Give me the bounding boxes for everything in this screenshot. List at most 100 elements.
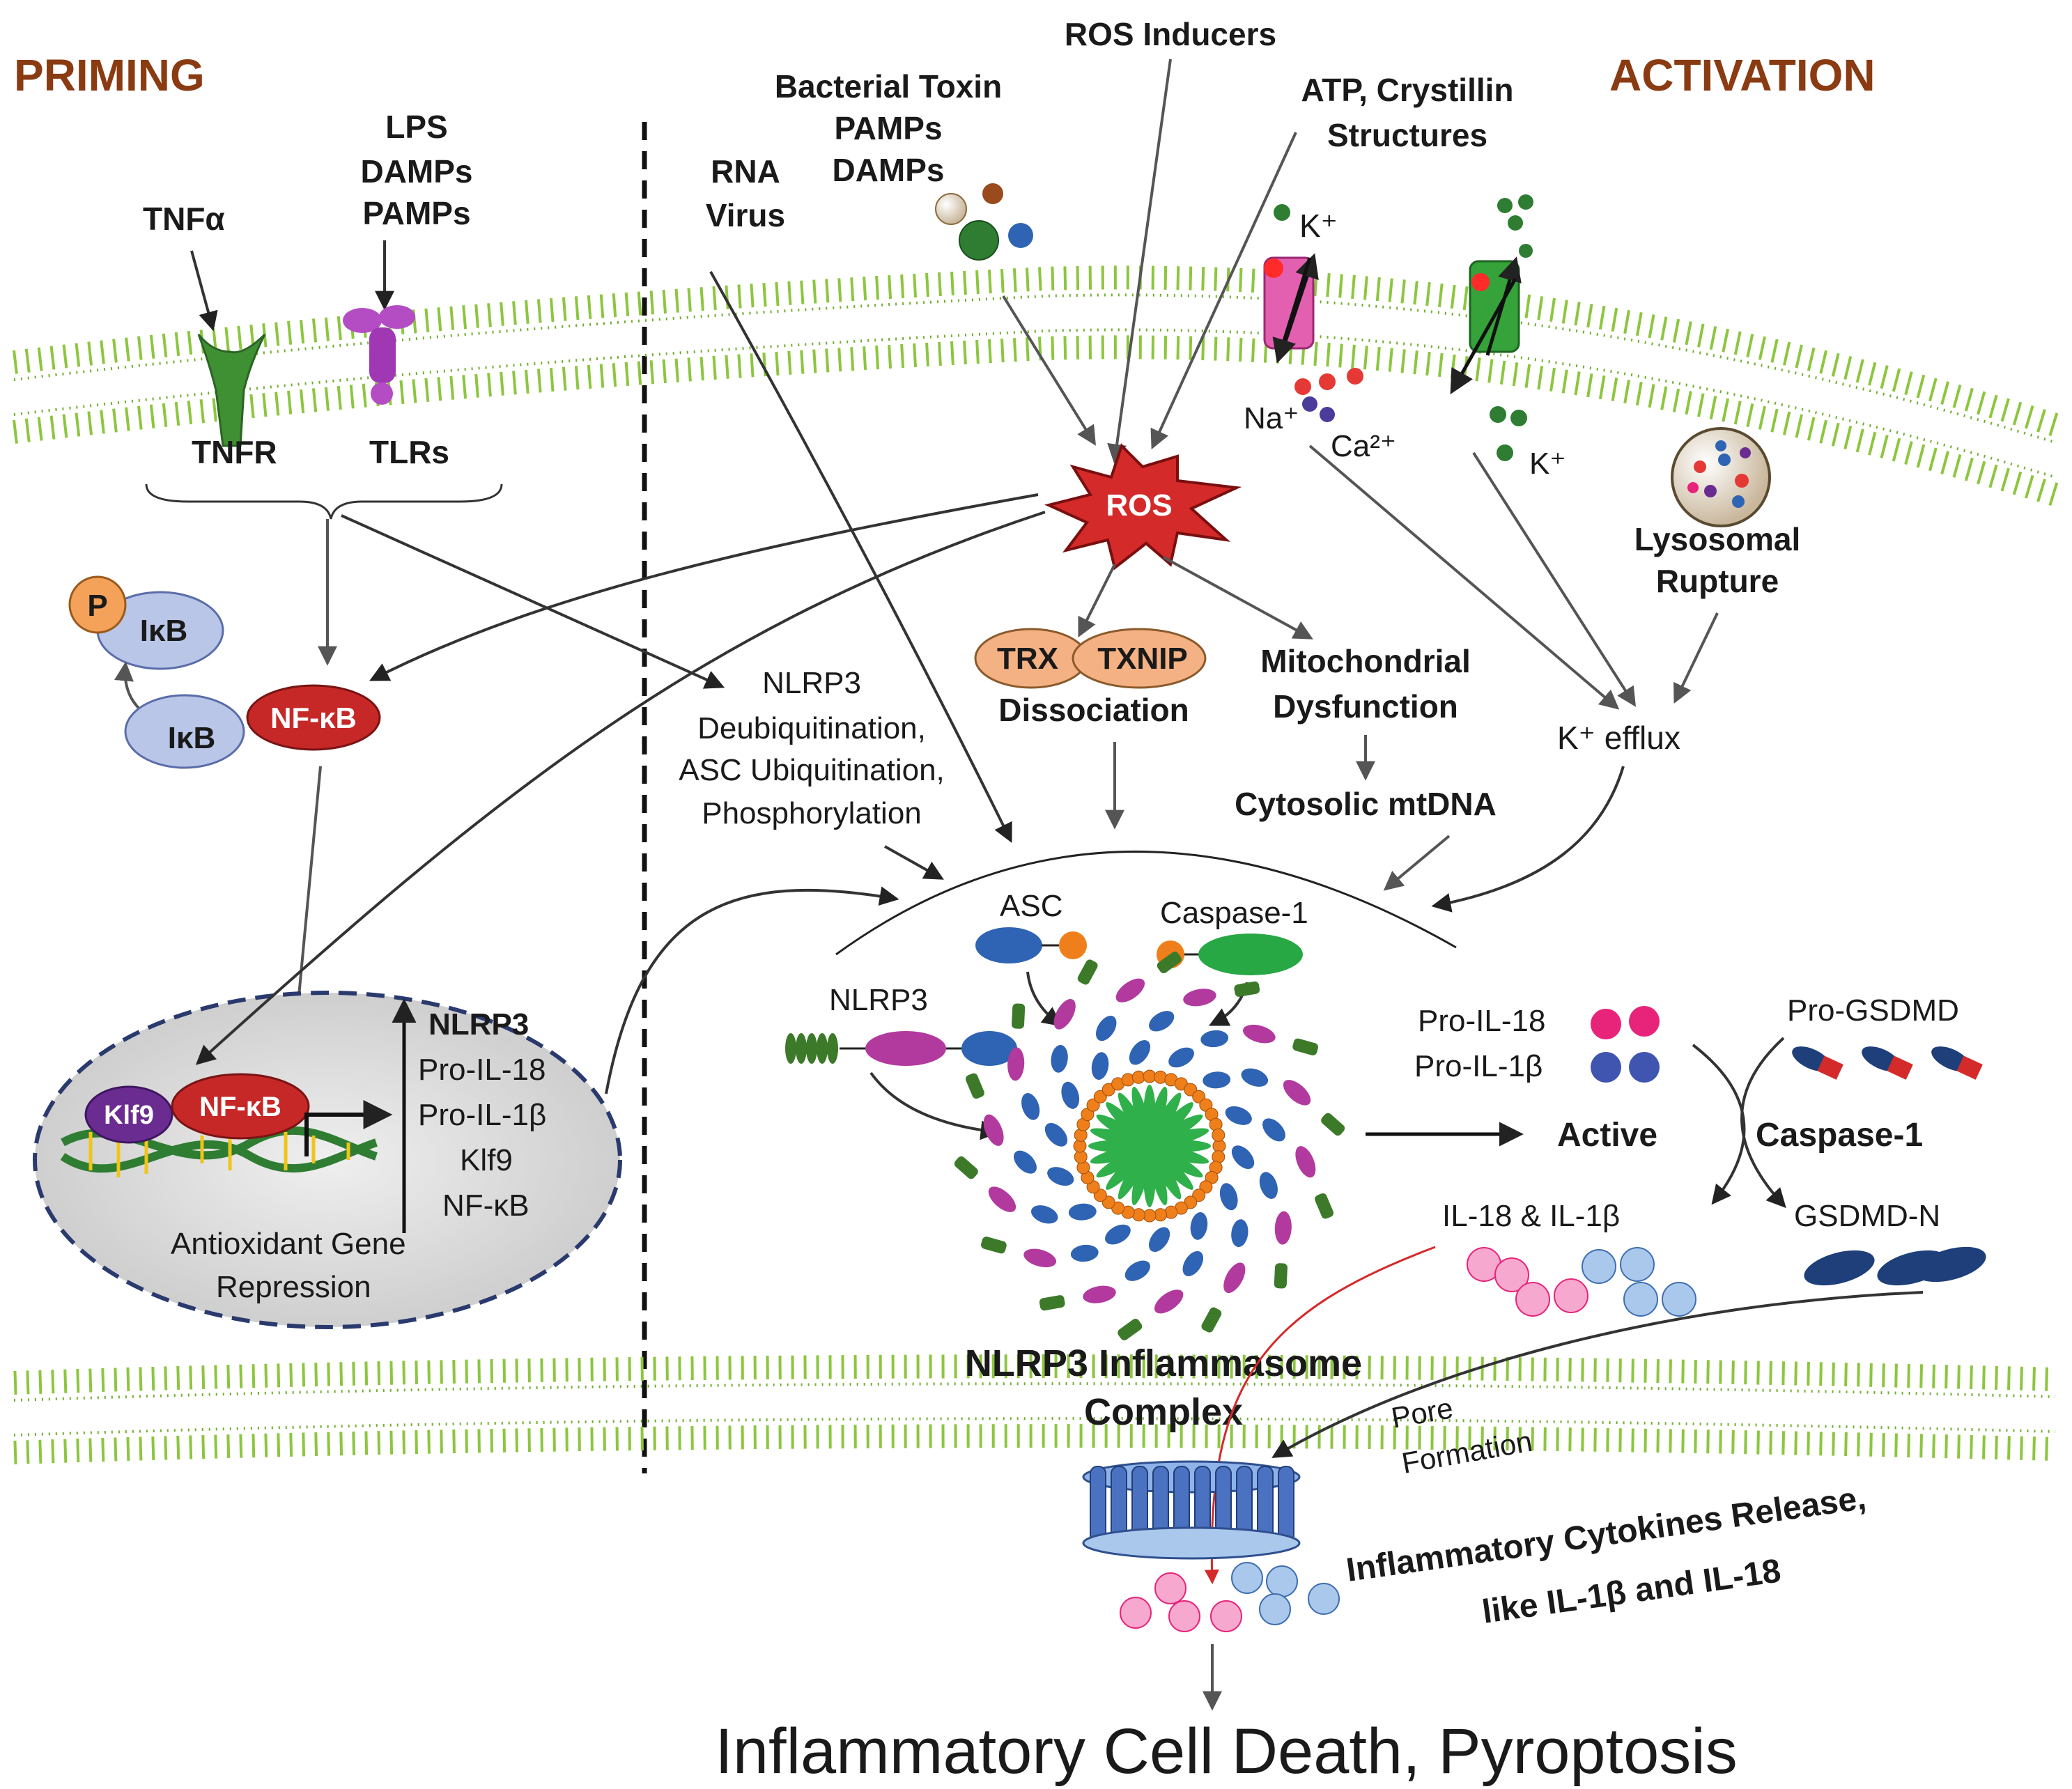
antioxidant-repression-line2: Repression bbox=[216, 1270, 371, 1304]
mtdna-to-complex-arrow bbox=[1383, 835, 1451, 891]
gsdmd-n-label: GSDMD-N bbox=[1794, 1199, 1940, 1233]
bacterial-toxin-label: Bacterial Toxin bbox=[775, 68, 1002, 104]
rna-label: RNA bbox=[711, 153, 780, 189]
trx-label: TRX bbox=[997, 642, 1058, 676]
phosphate-icon bbox=[68, 575, 127, 634]
ros-to-mito-arrow bbox=[1163, 556, 1313, 640]
nucleus-nfkb-shape bbox=[171, 1073, 310, 1140]
nlrp3-mod-line4: Phosphorylation bbox=[702, 796, 922, 830]
pro-il-to-il-arrow bbox=[1692, 1044, 1746, 1205]
txnip-shape bbox=[1072, 628, 1207, 689]
activation-pamps-label: PAMPs bbox=[834, 110, 942, 146]
ros-inducers-label: ROS Inducers bbox=[1065, 16, 1276, 52]
tnfa-label: TNFα bbox=[143, 201, 225, 237]
tnfa-arrow bbox=[190, 250, 218, 332]
tlrs-label: TLRs bbox=[369, 434, 449, 470]
ion-to-kefflux-arrow bbox=[1308, 444, 1620, 710]
dissociation-label: Dissociation bbox=[998, 692, 1189, 728]
antioxidant-repression-line1: Antioxidant Gene bbox=[171, 1227, 406, 1261]
convergence-arc bbox=[835, 851, 1457, 956]
ros-label: ROS bbox=[1106, 488, 1172, 522]
atp-to-ros-arrow bbox=[1150, 132, 1297, 450]
pro-il1b-label: Pro-IL-1β bbox=[1414, 1049, 1543, 1083]
lps-label: LPS bbox=[385, 109, 447, 145]
nucleus-nfkb-label: NF-κB bbox=[199, 1092, 281, 1122]
activation-damps-label: DAMPs bbox=[832, 152, 944, 188]
gsdmd-to-pore-arrow bbox=[1271, 1291, 1924, 1458]
gene-pro-il18: Pro-IL-18 bbox=[418, 1053, 546, 1087]
caspase1-top-label: Caspase-1 bbox=[1160, 896, 1308, 930]
ros-to-nfkb-arrow bbox=[369, 493, 1039, 681]
k-bottom-label: K⁺ bbox=[1529, 447, 1566, 481]
lysosome-to-kefflux-arrow bbox=[1673, 612, 1719, 704]
phosphate-label: P bbox=[87, 589, 107, 623]
ros-inducers-arrow bbox=[1107, 59, 1172, 464]
klf9-label: Klf9 bbox=[104, 1101, 154, 1130]
k-channel-icon bbox=[1450, 256, 1522, 395]
complex-label-line1: NLRP3 Inflammasome bbox=[965, 1342, 1362, 1384]
priming-damps-label: DAMPs bbox=[360, 153, 472, 189]
nlrp3-to-complex-arrow bbox=[869, 1071, 1000, 1140]
nlrp3-mod-line3: ASC Ubiquitination, bbox=[679, 753, 945, 787]
k-efflux-label: K⁺ efflux bbox=[1557, 720, 1680, 756]
pro-il18-label: Pro-IL-18 bbox=[1418, 1004, 1545, 1038]
activation-header: ACTIVATION bbox=[1609, 50, 1876, 100]
nfkb-label: NF-κB bbox=[270, 702, 357, 734]
brace-to-nlrp3-mod-arrow bbox=[341, 514, 725, 689]
pro-gsdmd-label: Pro-GSDMD bbox=[1787, 993, 1959, 1028]
phospho-ikb-label: IκB bbox=[140, 614, 188, 648]
gene-pro-il1b: Pro-IL-1β bbox=[418, 1098, 546, 1132]
gsdmd-n-icon bbox=[1804, 1246, 1986, 1286]
k-ions-bottom-icon bbox=[1490, 406, 1527, 461]
pro-gsdmd-icon bbox=[1792, 1046, 1983, 1080]
kefflux-to-complex-arrow bbox=[1431, 766, 1625, 913]
ros-burst-icon bbox=[1044, 443, 1242, 571]
na-label: Na⁺ bbox=[1244, 401, 1299, 435]
transcription-arrow bbox=[304, 1100, 393, 1156]
lysosomal-rupture-line2: Rupture bbox=[1656, 563, 1779, 599]
pyroptosis-footer: Inflammatory Cell Death, Pyroptosis bbox=[715, 1716, 1737, 1787]
nlrp3-protein-label: NLRP3 bbox=[829, 983, 928, 1017]
ros-to-trx-arrow bbox=[1078, 564, 1116, 638]
cytokine-release-arrow bbox=[1204, 1246, 1436, 1585]
nlrp3-mod-line1: NLRP3 bbox=[762, 666, 861, 700]
mito-label-line1: Mitochondrial bbox=[1260, 643, 1471, 679]
lysosomal-rupture-line1: Lysosomal bbox=[1634, 521, 1801, 557]
asc-protein-icon bbox=[975, 927, 1087, 963]
pro-gsdmd-to-gsdmd-arrow bbox=[1740, 1037, 1786, 1209]
k-ion-icon bbox=[1274, 204, 1290, 221]
mito-label-line2: Dysfunction bbox=[1273, 688, 1458, 725]
ikb-shape bbox=[124, 694, 245, 769]
nlrp3-protein-icon bbox=[785, 1031, 1017, 1066]
receptor-brace bbox=[145, 483, 503, 520]
plasma-membrane-bottom bbox=[13, 1354, 2056, 1464]
gene-nfkb: NF-κB bbox=[442, 1188, 529, 1223]
p2x7-channel-icon bbox=[1263, 253, 1319, 364]
nfkb-shape bbox=[246, 684, 381, 751]
na-ca-ions-icon bbox=[1294, 368, 1363, 422]
nlrp3-mod-line2: Deubiquitination, bbox=[697, 711, 926, 745]
active-label: Active bbox=[1557, 1117, 1657, 1154]
pro-cytokine-icon bbox=[1591, 1006, 1660, 1083]
tlr-receptor-icon bbox=[343, 305, 415, 405]
priming-header: PRIMING bbox=[14, 50, 205, 100]
tnfr-label: TNFR bbox=[192, 434, 277, 470]
k-top-label: K⁺ bbox=[1299, 208, 1338, 244]
pathogen-to-ros-arrow bbox=[1002, 295, 1096, 446]
ca-label: Ca²⁺ bbox=[1331, 429, 1396, 463]
complex-label-line2: Complex bbox=[1084, 1391, 1243, 1433]
asc-to-complex-arrow bbox=[1026, 971, 1062, 1027]
gasdermin-pore-icon bbox=[1082, 1460, 1301, 1560]
il18-il1b-label: IL-18 & IL-1β bbox=[1442, 1199, 1620, 1233]
asc-label: ASC bbox=[1000, 889, 1062, 923]
ros-to-nucleus-arrow bbox=[195, 511, 1046, 1065]
priming-pamps-label: PAMPs bbox=[362, 195, 470, 231]
k-to-kefflux-arrow bbox=[1472, 451, 1637, 707]
klf9-shape bbox=[84, 1085, 173, 1144]
k-ions-top-icon bbox=[1497, 194, 1533, 258]
gene-nlrp3: NLRP3 bbox=[428, 1007, 529, 1041]
caspase1-label: Caspase-1 bbox=[1756, 1117, 1923, 1154]
atp-label-line2: Structures bbox=[1327, 117, 1487, 153]
atp-label-line1: ATP, Crystillin bbox=[1301, 72, 1513, 108]
